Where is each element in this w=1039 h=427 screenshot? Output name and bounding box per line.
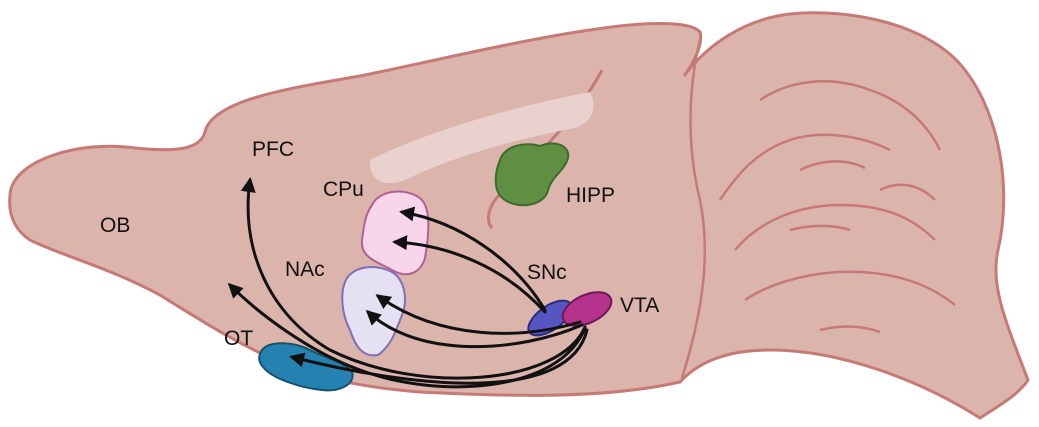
label-cpu: CPu: [323, 178, 364, 201]
label-ob: OB: [100, 214, 130, 237]
label-snc: SNc: [527, 261, 567, 284]
label-hipp: HIPP: [566, 184, 615, 207]
label-ot: OT: [224, 327, 253, 350]
label-nac: NAc: [285, 258, 325, 281]
brain-outline: [10, 13, 1028, 418]
label-vta: VTA: [620, 294, 659, 317]
label-pfc: PFC: [252, 138, 294, 161]
